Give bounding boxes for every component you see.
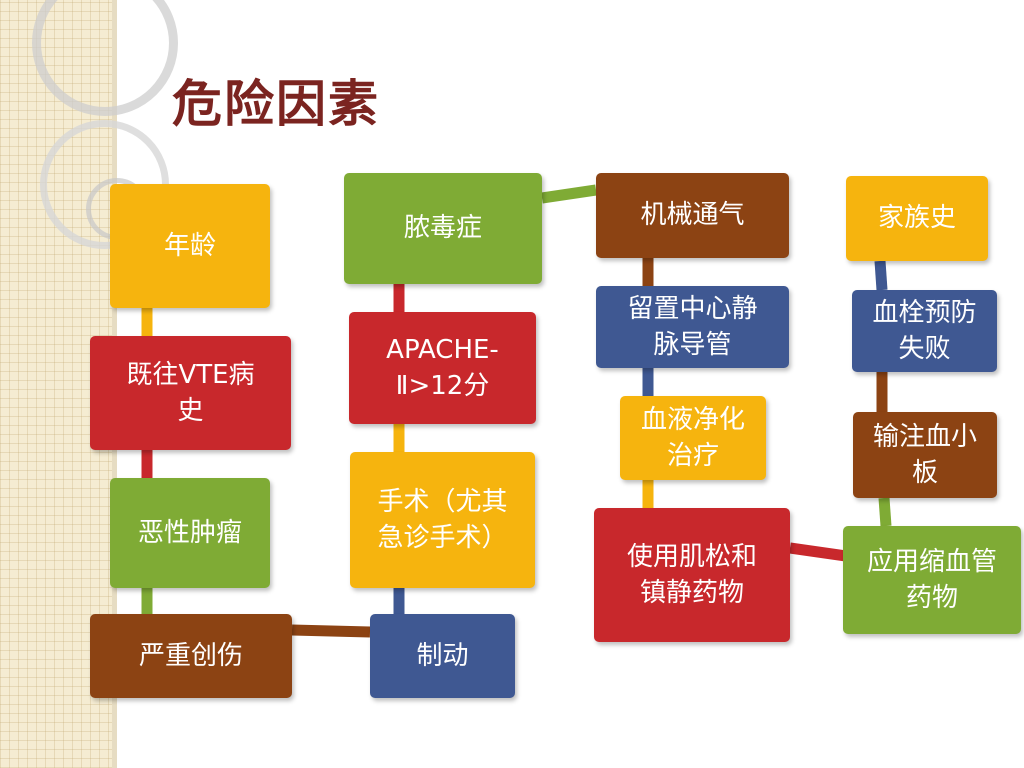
connector-family-prophylaxis [874,260,888,291]
connector-sepsis-ventilation [541,184,597,204]
node-label: 手术（尤其急诊手术） [377,486,508,553]
node-vasoconstrictors: 应用缩血管药物 [843,526,1021,634]
slide-title: 危险因素 [172,75,380,133]
node-label: 恶性肿瘤 [137,517,242,548]
node-surgery: 手术（尤其急诊手术） [350,452,535,588]
node-label: 使用肌松和镇静药物 [626,541,757,608]
node-label: 脓毒症 [403,213,482,244]
node-mechanical-ventilation: 机械通气 [596,173,789,258]
node-apache: APACHE-Ⅱ>12分 [349,312,536,424]
node-sepsis: 脓毒症 [344,173,542,284]
decorative-ring [32,0,178,116]
connector-trauma-immobilization [291,624,371,638]
node-central-venous-catheter: 留置中心静脉导管 [596,286,789,368]
node-malignancy: 恶性肿瘤 [110,478,270,588]
node-immobilization: 制动 [370,614,515,698]
node-label: 年龄 [163,230,216,261]
connector-sedatives-vasoconstrictors [789,542,847,562]
node-label: 血栓预防失败 [872,297,977,364]
node-platelet-transfusion: 输注血小板 [853,412,997,498]
node-label: 应用缩血管药物 [866,546,997,613]
node-age: 年龄 [110,184,270,308]
node-severe-trauma: 严重创伤 [90,614,292,698]
node-prior-vte: 既往VTE病史 [90,336,291,450]
node-blood-purification: 血液净化治疗 [620,396,766,480]
node-label: 机械通气 [640,200,745,231]
connector-platelet-vasoconstrictors [878,497,892,527]
node-label: 留置中心静脉导管 [627,293,758,360]
node-thromboprophylaxis-failure: 血栓预防失败 [852,290,997,372]
node-label: 血液净化治疗 [640,404,745,471]
node-label: 严重创伤 [138,640,243,671]
node-label: 家族史 [877,203,956,234]
node-sedatives-muscle-relaxants: 使用肌松和镇静药物 [594,508,790,642]
node-label: APACHE-Ⅱ>12分 [386,334,499,401]
node-label: 既往VTE病史 [126,359,255,426]
node-family-history: 家族史 [846,176,988,261]
node-label: 输注血小板 [872,421,977,488]
node-label: 制动 [416,640,469,671]
